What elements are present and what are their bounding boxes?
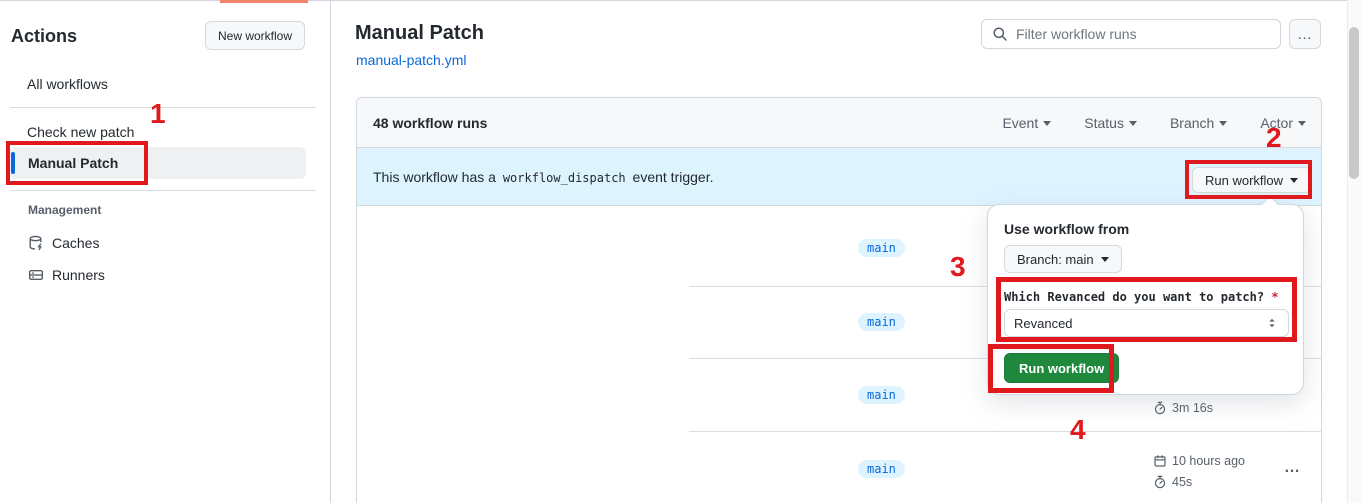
sidebar-item-all-workflows[interactable]: All workflows <box>27 76 108 92</box>
sidebar-item-caches-label: Caches <box>52 235 100 251</box>
workflow-input-label: Which Revanced do you want to patch? * <box>1004 290 1279 304</box>
management-section-label: Management <box>28 203 102 217</box>
calendar-icon <box>1153 454 1167 468</box>
sidebar-item-runners[interactable]: Runners <box>28 267 105 283</box>
chevron-up-down-icon <box>1265 316 1279 330</box>
chevron-down-icon <box>1128 121 1137 126</box>
workflow-dispatch-code: workflow_dispatch <box>502 170 626 185</box>
sidebar-divider-line <box>10 107 316 108</box>
annotation-number-1: 1 <box>150 98 166 129</box>
run-workflow-panel: Use workflow from Branch: main Which Rev… <box>987 195 1304 395</box>
scrollbar-thumb[interactable] <box>1349 27 1359 179</box>
page-title: Manual Patch <box>355 22 484 44</box>
filter-branch[interactable]: Branch <box>1170 115 1228 131</box>
revanced-select[interactable]: Revanced <box>1004 309 1289 337</box>
sidebar-item-check-new-patch[interactable]: Check new patch <box>27 124 135 140</box>
banner-text: This workflow has a workflow_dispatch ev… <box>373 168 714 185</box>
chevron-down-icon <box>1219 121 1228 126</box>
workflow-file-link[interactable]: manual-patch.yml <box>356 52 467 68</box>
filter-status[interactable]: Status <box>1084 115 1137 131</box>
branch-select-button[interactable]: Branch: main <box>1004 245 1122 273</box>
new-workflow-button[interactable]: New workflow <box>205 21 306 50</box>
search-icon <box>992 26 1008 42</box>
annotation-number-3: 3 <box>950 251 966 282</box>
sidebar-divider-line <box>10 190 316 191</box>
filter-runs-search[interactable] <box>981 19 1281 49</box>
branch-badge[interactable]: main <box>858 460 905 478</box>
chevron-down-icon <box>1290 178 1299 183</box>
required-asterisk: * <box>1271 290 1279 304</box>
cache-database-icon <box>28 235 44 251</box>
sidebar-title: Actions <box>11 26 78 46</box>
branch-badge[interactable]: main <box>858 386 905 404</box>
chevron-down-icon <box>1043 121 1052 126</box>
branch-badge[interactable]: main <box>858 239 905 257</box>
sidebar-item-caches[interactable]: Caches <box>28 235 99 251</box>
chevron-down-icon <box>1100 257 1109 262</box>
panel-heading: Use workflow from <box>1004 221 1130 237</box>
filter-event[interactable]: Event <box>1002 115 1052 131</box>
run-time: 10 hours ago <box>1153 454 1245 468</box>
workflow-more-button[interactable]: … <box>1289 19 1321 49</box>
sidebar-item-manual-patch[interactable] <box>10 147 306 179</box>
sidebar-divider <box>330 0 331 503</box>
annotation-number-2: 2 <box>1266 122 1282 153</box>
top-border <box>0 0 1361 1</box>
runs-filters: Event Status Branch Actor <box>1002 98 1306 148</box>
runs-table-header: 48 workflow runs Event Status Branch Act… <box>357 98 1321 148</box>
partial-annotation-marker <box>220 0 308 3</box>
run-workflow-dropdown-button[interactable]: Run workflow <box>1192 167 1312 193</box>
branch-badge[interactable]: main <box>858 313 905 331</box>
search-input[interactable] <box>1016 26 1270 42</box>
stopwatch-icon <box>1153 475 1167 489</box>
runners-icon <box>28 267 44 283</box>
filter-actor[interactable]: Actor <box>1260 115 1306 131</box>
runs-count: 48 workflow runs <box>373 115 488 131</box>
selected-accent-bar <box>11 152 15 174</box>
sidebar-item-manual-patch-label: Manual Patch <box>28 155 119 171</box>
run-workflow-submit-button[interactable]: Run workflow <box>1004 353 1120 383</box>
workflow-dispatch-banner: This workflow has a workflow_dispatch ev… <box>357 148 1321 206</box>
sidebar-item-runners-label: Runners <box>52 267 105 283</box>
chevron-down-icon <box>1298 121 1306 126</box>
stopwatch-icon <box>1153 401 1167 415</box>
row-divider <box>689 431 1321 432</box>
annotation-number-4: 4 <box>1070 414 1086 445</box>
run-duration: 45s <box>1153 475 1192 489</box>
run-more-button[interactable]: … <box>1284 459 1301 476</box>
run-duration: 3m 16s <box>1153 401 1213 415</box>
